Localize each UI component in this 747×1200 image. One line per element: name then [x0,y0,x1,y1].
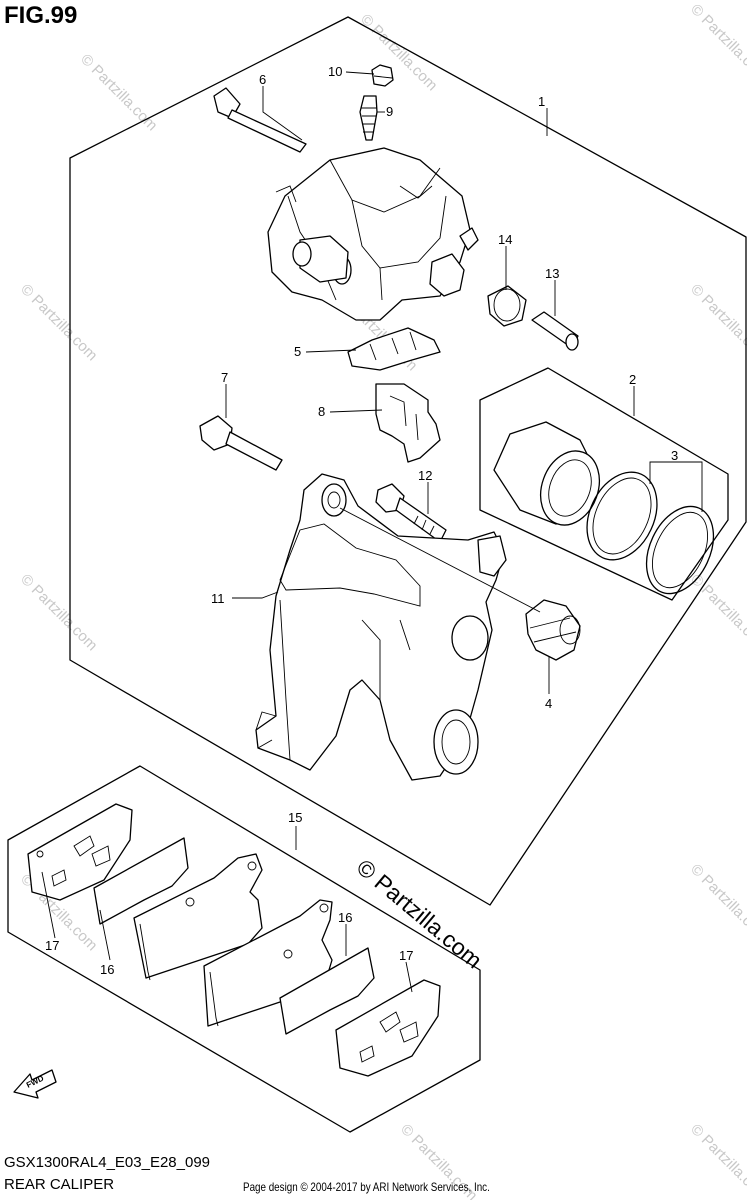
caliper-bracket [255,473,507,781]
diagram-caption: REAR CALIPER [4,1176,115,1193]
leader-lines [41,71,703,993]
callout-16-left: 16 [100,962,114,977]
callout-13: 13 [545,266,559,281]
callout-5: 5 [294,344,301,359]
pad-shim-right [335,979,441,1077]
figure-title: FIG.99 [4,2,78,29]
callout-14: 14 [498,232,512,247]
pad-spring [347,327,441,371]
callout-17-left: 17 [45,938,59,953]
caliper-assembly-boundary [69,16,747,906]
piston-set-boundary [479,367,729,601]
pad-plate-left [93,837,189,925]
callout-3: 3 [671,448,678,463]
watermark-text: © Partzilla.com [357,11,440,94]
callout-11: 11 [211,591,225,606]
callout-16-right: 16 [338,910,352,925]
piston [493,421,600,526]
callout-12: 12 [418,468,432,483]
watermark-text: © Partzilla.com [687,1,747,84]
callout-15: 15 [288,810,302,825]
watermark-large: © Partzilla.com [352,854,487,974]
callout-8: 8 [318,404,325,419]
callout-9: 9 [386,104,393,119]
slide-pin-upper [213,87,307,153]
callout-10: 10 [328,64,342,79]
caliper-body [267,147,479,321]
watermark-text: © Partzilla.com [17,571,100,654]
watermark-text: © Partzilla.com [687,861,747,944]
callout-2: 2 [629,372,636,387]
callout-17-right: 17 [399,948,413,963]
callout-7: 7 [221,370,228,385]
watermark-text: © Partzilla.com [687,281,747,364]
callout-numbers: 1 2 3 4 5 6 7 8 9 10 11 12 13 14 15 16 1… [45,64,678,977]
callout-6: 6 [259,72,266,87]
watermark-text: © Partzilla.com [687,571,747,654]
pad-plate-right [279,947,375,1035]
brake-pad-left [133,853,263,981]
copyright-credit: Page design © 2004-2017 by ARI Network S… [243,1180,490,1194]
slide-pin-bolt [199,415,283,471]
watermark-text: © Partzilla.com [17,281,100,364]
pin-boot-upper [487,285,527,327]
watermark-text: © Partzilla.com [77,51,160,134]
pad-set-boundary [7,765,481,1133]
bleeder-valve [359,95,378,141]
pad-shim-left [27,803,133,901]
pad-retainer [375,383,441,463]
model-code: GSX1300RAL4_E03_E28_099 [4,1154,211,1171]
callout-1: 1 [538,94,545,109]
watermark-text: © Partzilla.com [687,1121,747,1200]
callout-4: 4 [545,696,552,711]
fwd-arrow-icon: FWD [13,1069,57,1099]
piston-seals [586,471,715,595]
pin-sleeve [531,311,579,351]
bleeder-cap [371,64,394,87]
pin-boot-lower [525,599,581,661]
